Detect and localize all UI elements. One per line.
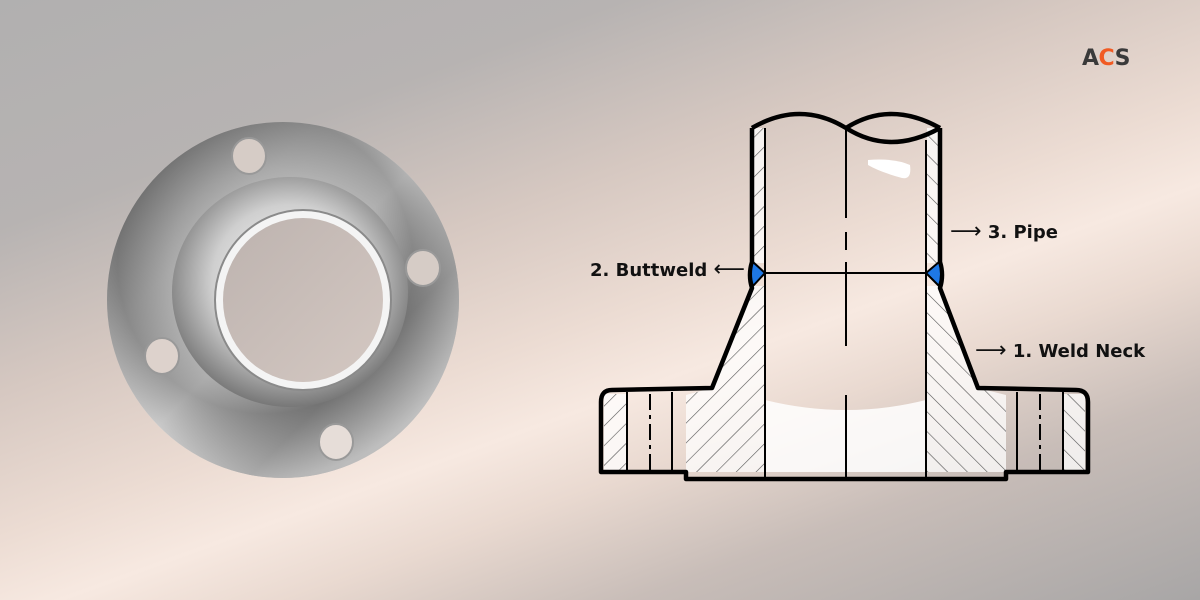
pipe-wall-left [752, 128, 765, 263]
hub-left-section [686, 286, 765, 472]
buttweld-left [750, 260, 767, 288]
bolt-hole [231, 137, 267, 175]
arrow-left-icon: ⟵ [713, 257, 746, 282]
arrow-right-icon: ⟶ [975, 338, 1007, 363]
pipe-highlight [868, 159, 911, 179]
label-weld-neck-text: 1. Weld Neck [1012, 341, 1146, 362]
logo-letter-c: C [1098, 46, 1116, 71]
label-buttweld-text: 2. Buttweld [590, 260, 708, 281]
hub-right-section [927, 286, 1006, 472]
flange-left-end [604, 394, 626, 470]
flange-right-end [1064, 394, 1085, 470]
logo-letter-s: S [1114, 46, 1131, 71]
bore-hole [223, 218, 383, 382]
bolt-hole [318, 423, 354, 461]
pipe-wall-right [927, 128, 940, 263]
label-weld-neck: ⟶ 1. Weld Neck [975, 338, 1145, 363]
label-buttweld: 2. Buttweld ⟵ [590, 257, 745, 282]
bolt-hole [144, 337, 180, 375]
label-pipe-text: 3. Pipe [987, 222, 1058, 243]
acs-logo: ACS [1082, 46, 1130, 71]
arrow-right-icon: ⟶ [950, 219, 982, 244]
buttweld-right [924, 260, 942, 288]
label-pipe: ⟶ 3. Pipe [950, 219, 1058, 244]
flange-photo [107, 122, 459, 478]
bolt-hole [405, 249, 441, 287]
logo-letter-a: A [1082, 46, 1099, 71]
